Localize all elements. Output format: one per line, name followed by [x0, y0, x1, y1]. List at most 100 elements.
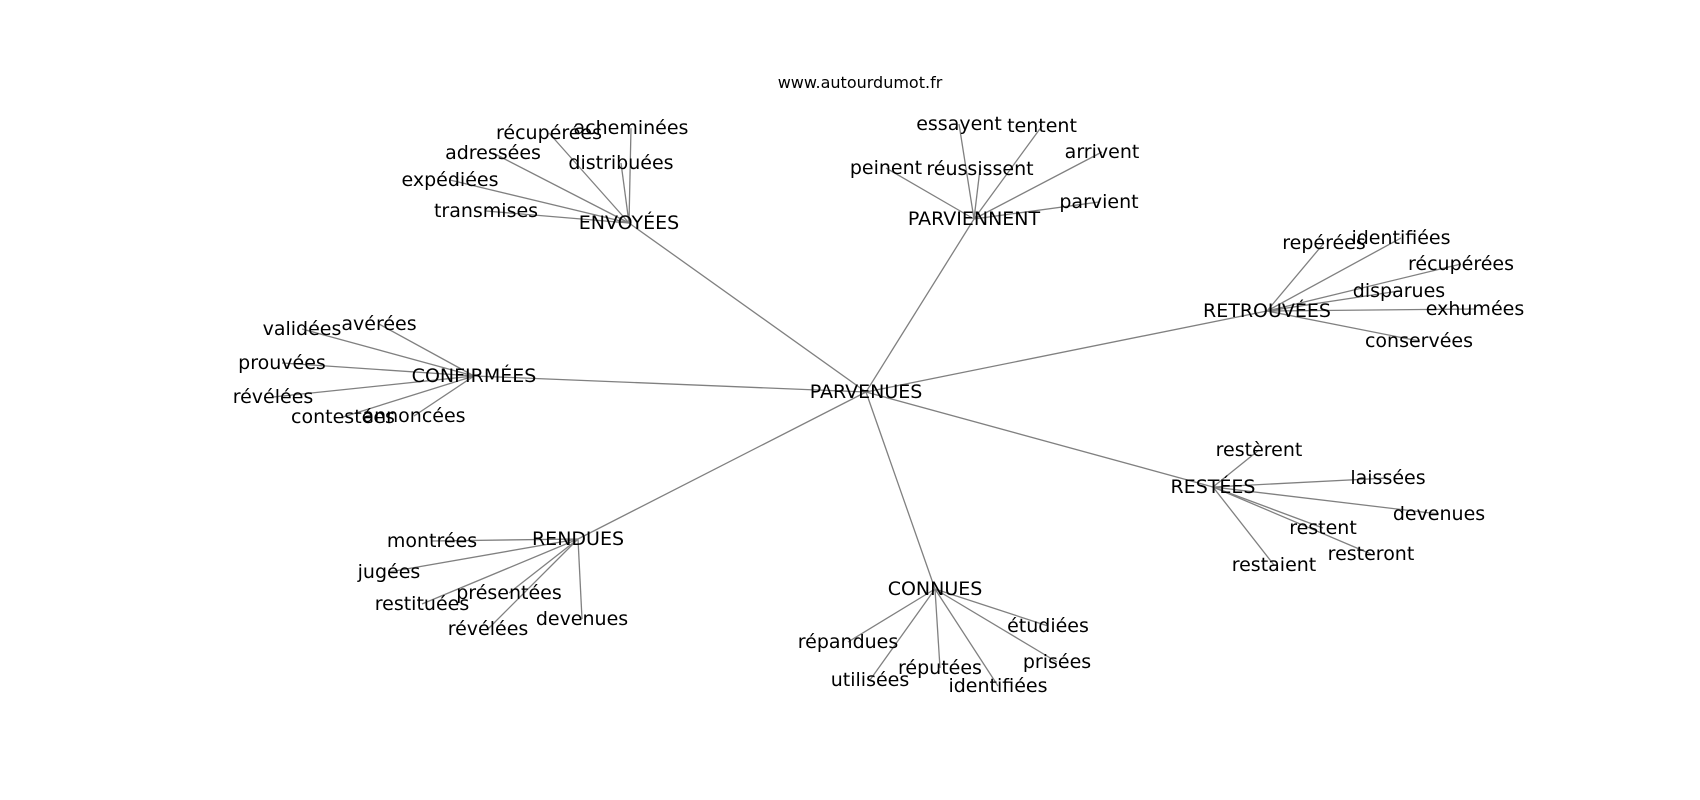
edge-retrouvees-leaf [1266, 310, 1420, 342]
leaf-node-connues: identifiées [948, 675, 1047, 697]
leaf-node-envoyees: récupérées [496, 122, 602, 144]
edge-connues-leaf [869, 588, 936, 681]
leaf-node-confirmees: contestées [291, 406, 395, 428]
leaf-node-retrouvees: récupérées [1408, 253, 1514, 275]
leaf-node-envoyees: acheminées [574, 117, 689, 139]
leaf-node-rendues: révélées [448, 618, 529, 640]
cluster-node-connues: CONNUES [888, 578, 983, 600]
cluster-node-envoyees: ENVOYÉES [579, 211, 679, 234]
edge-connues-leaf [934, 588, 941, 669]
edge-parviennent-leaf [973, 125, 1043, 220]
leaf-node-envoyees: expédiées [402, 169, 499, 191]
edge-parviennent-leaf [885, 167, 975, 220]
edge-envoyees-leaf [628, 127, 632, 224]
edge-connues-leaf [934, 588, 999, 687]
edge-restees-leaf [1212, 486, 1275, 566]
leaf-node-envoyees: adressées [445, 142, 541, 164]
cluster-node-parviennent: PARVIENNENT [908, 208, 1041, 230]
edge-confirmees-leaf [272, 375, 475, 398]
edge-rendues-leaf [388, 538, 579, 573]
edge-connues-leaf [934, 588, 1049, 627]
leaf-node-confirmees: révélées [233, 386, 314, 408]
leaf-node-connues: étudiées [1007, 615, 1089, 637]
leaf-node-connues: réputées [898, 657, 982, 679]
edge-confirmees-leaf [342, 375, 475, 418]
leaf-node-connues: utilisées [831, 669, 910, 691]
leaf-node-parviennent: tentent [1007, 115, 1077, 137]
leaf-node-confirmees: avérées [341, 313, 416, 335]
leaf-node-connues: répandues [798, 631, 899, 653]
edge-center-retrouvees [865, 310, 1268, 393]
edge-restees-leaf [1212, 449, 1260, 488]
leaf-node-restees: restèrent [1216, 439, 1303, 461]
leaf-node-envoyees: transmises [434, 200, 538, 222]
leaf-node-restees: restent [1289, 517, 1357, 539]
graph-labels: PARVENUESENVOYÉESrécupéréesacheminéesadr… [233, 113, 1525, 697]
leaf-node-retrouvees: disparues [1353, 280, 1445, 302]
leaf-node-restees: laissées [1350, 467, 1425, 489]
edge-retrouvees-leaf [1266, 308, 1476, 312]
edge-confirmees-leaf [378, 323, 475, 377]
leaf-node-parviennent: essayent [916, 113, 1002, 135]
cluster-node-restees: RESTÉES [1171, 475, 1256, 498]
leaf-node-restees: resteront [1328, 543, 1415, 565]
edge-rendues-leaf [431, 538, 579, 542]
leaf-node-retrouvees: repérées [1282, 232, 1366, 254]
edge-restees-leaf [1212, 486, 1440, 515]
edge-center-confirmees [473, 375, 867, 393]
edge-parviennent-leaf [973, 201, 1100, 220]
edge-center-envoyees [628, 222, 867, 393]
edge-connues-leaf [847, 588, 936, 643]
center-node-label: PARVENUES [810, 381, 923, 403]
edge-parviennent-leaf [973, 151, 1103, 220]
edge-parviennent-leaf [958, 123, 975, 220]
edge-retrouvees-leaf [1266, 237, 1402, 312]
edge-parviennent-leaf [973, 168, 981, 220]
leaf-node-parviennent: réussissent [926, 158, 1033, 180]
edge-confirmees-leaf [281, 362, 475, 377]
edge-center-parviennent [865, 218, 975, 393]
edge-rendues-leaf [421, 538, 579, 605]
leaf-node-confirmees: prouvées [238, 352, 326, 374]
leaf-node-envoyees: distribuées [568, 152, 673, 174]
leaf-node-parviennent: parvient [1059, 191, 1138, 213]
edge-envoyees-leaf [485, 210, 630, 224]
leaf-node-rendues: devenues [536, 608, 628, 630]
leaf-node-restees: restaient [1232, 554, 1317, 576]
edge-restees-leaf [1212, 477, 1389, 488]
leaf-node-retrouvees: identifiées [1351, 227, 1450, 249]
edge-envoyees-leaf [620, 162, 630, 224]
edge-rendues-leaf [577, 538, 583, 620]
leaf-node-retrouvees: exhumées [1426, 298, 1524, 320]
leaf-node-parviennent: arrivent [1065, 141, 1140, 163]
edge-rendues-leaf [487, 538, 579, 630]
leaf-node-connues: prisées [1023, 651, 1091, 673]
edge-envoyees-leaf [548, 132, 630, 224]
leaf-node-rendues: jugées [357, 561, 421, 583]
edge-retrouvees-leaf [1266, 242, 1325, 312]
edge-restees-leaf [1212, 486, 1324, 529]
cluster-node-retrouvees: RETROUVÉES [1203, 299, 1331, 322]
leaf-node-retrouvees: conservées [1365, 330, 1473, 352]
leaf-node-rendues: présentées [456, 582, 562, 604]
edge-envoyees-leaf [449, 179, 630, 224]
leaf-node-rendues: montrées [387, 530, 477, 552]
leaf-node-parviennent: peinent [850, 157, 922, 179]
source-url: www.autourdumot.fr [778, 73, 943, 92]
graph-edges [272, 123, 1476, 687]
cluster-node-rendues: RENDUES [532, 528, 624, 550]
leaf-node-confirmees: validées [263, 318, 342, 340]
edge-rendues-leaf [508, 538, 579, 594]
edge-restees-leaf [1212, 486, 1372, 555]
leaf-node-restees: devenues [1393, 503, 1485, 525]
cluster-node-confirmees: CONFIRMÉES [412, 364, 537, 387]
edge-retrouvees-leaf [1266, 290, 1400, 312]
edge-confirmees-leaf [301, 328, 475, 377]
edge-center-rendues [577, 391, 867, 540]
edge-retrouvees-leaf [1266, 263, 1462, 312]
edge-connues-leaf [934, 588, 1058, 663]
edge-confirmees-leaf [413, 375, 475, 417]
leaf-node-confirmees: annoncées [362, 405, 465, 427]
edge-envoyees-leaf [492, 152, 630, 224]
